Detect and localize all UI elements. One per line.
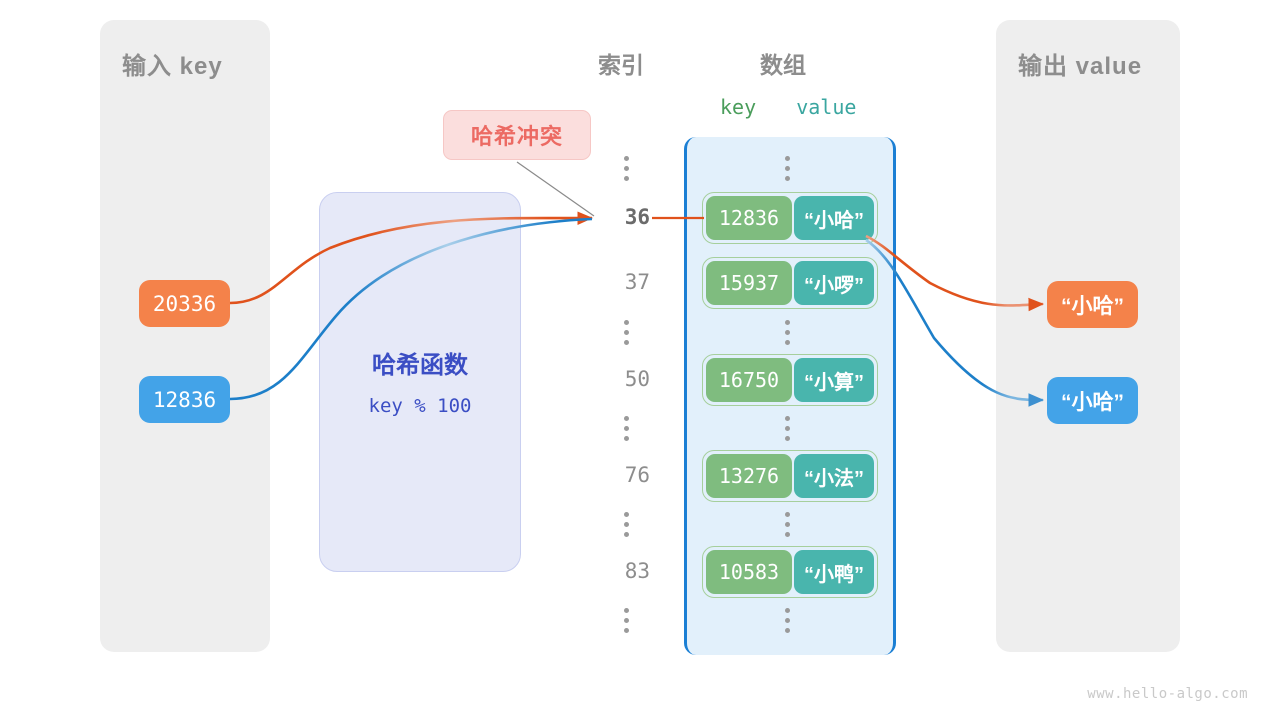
array-ellipsis-2 <box>785 416 791 441</box>
key-subheader-label: key <box>720 95 757 119</box>
hash-function-title: 哈希函数 <box>372 352 468 379</box>
watermark: www.hello-algo.com <box>1087 686 1248 702</box>
value-subheader-label: value <box>796 95 857 119</box>
index-label-37: 37 <box>624 270 650 294</box>
hash-function-box <box>319 192 521 572</box>
index-ellipsis-bottom <box>624 608 630 633</box>
bucket-key-50: 16750 <box>706 358 792 402</box>
bucket-value-83: “小鸭” <box>794 550 874 594</box>
array-ellipsis-1 <box>785 320 791 345</box>
bucket-value-50: “小算” <box>794 358 874 402</box>
bucket-key-37: 15937 <box>706 261 792 305</box>
output-value-blue: “小哈” <box>1047 377 1138 424</box>
bucket-value-36: “小哈” <box>794 196 874 240</box>
index-ellipsis-top <box>624 156 630 181</box>
hash-function-formula: key % 100 <box>368 395 472 417</box>
bucket-row-37: 15937 “小啰” <box>702 257 878 309</box>
input-key-12836: 12836 <box>139 376 230 423</box>
index-label-76: 76 <box>624 463 650 487</box>
output-value-orange: “小哈” <box>1047 281 1138 328</box>
index-column-header: 索引 <box>598 52 644 78</box>
hash-collision-badge: 哈希冲突 <box>443 110 591 160</box>
bucket-row-83: 10583 “小鸭” <box>702 546 878 598</box>
index-label-83: 83 <box>624 559 650 583</box>
index-label-36: 36 <box>624 205 650 229</box>
array-column-header: 数组 <box>760 52 806 78</box>
bucket-key-36: 12836 <box>706 196 792 240</box>
array-ellipsis-3 <box>785 512 791 537</box>
bucket-key-76: 13276 <box>706 454 792 498</box>
input-key-20336: 20336 <box>139 280 230 327</box>
input-panel <box>100 20 270 652</box>
bucket-key-83: 10583 <box>706 550 792 594</box>
key-value-subheader: key value <box>720 95 856 119</box>
collision-leader-line <box>516 161 595 217</box>
array-ellipsis-bottom <box>785 608 791 633</box>
bucket-row-36: 12836 “小哈” <box>702 192 878 244</box>
bucket-row-50: 16750 “小算” <box>702 354 878 406</box>
output-panel <box>996 20 1180 652</box>
input-panel-title: 输入 key <box>122 53 223 80</box>
bucket-value-37: “小啰” <box>794 261 874 305</box>
index-ellipsis-1 <box>624 320 630 345</box>
index-ellipsis-2 <box>624 416 630 441</box>
output-panel-title: 输出 value <box>1018 53 1143 80</box>
index-ellipsis-3 <box>624 512 630 537</box>
array-ellipsis-top <box>785 156 791 181</box>
bucket-row-76: 13276 “小法” <box>702 450 878 502</box>
index-label-50: 50 <box>624 367 650 391</box>
bucket-value-76: “小法” <box>794 454 874 498</box>
